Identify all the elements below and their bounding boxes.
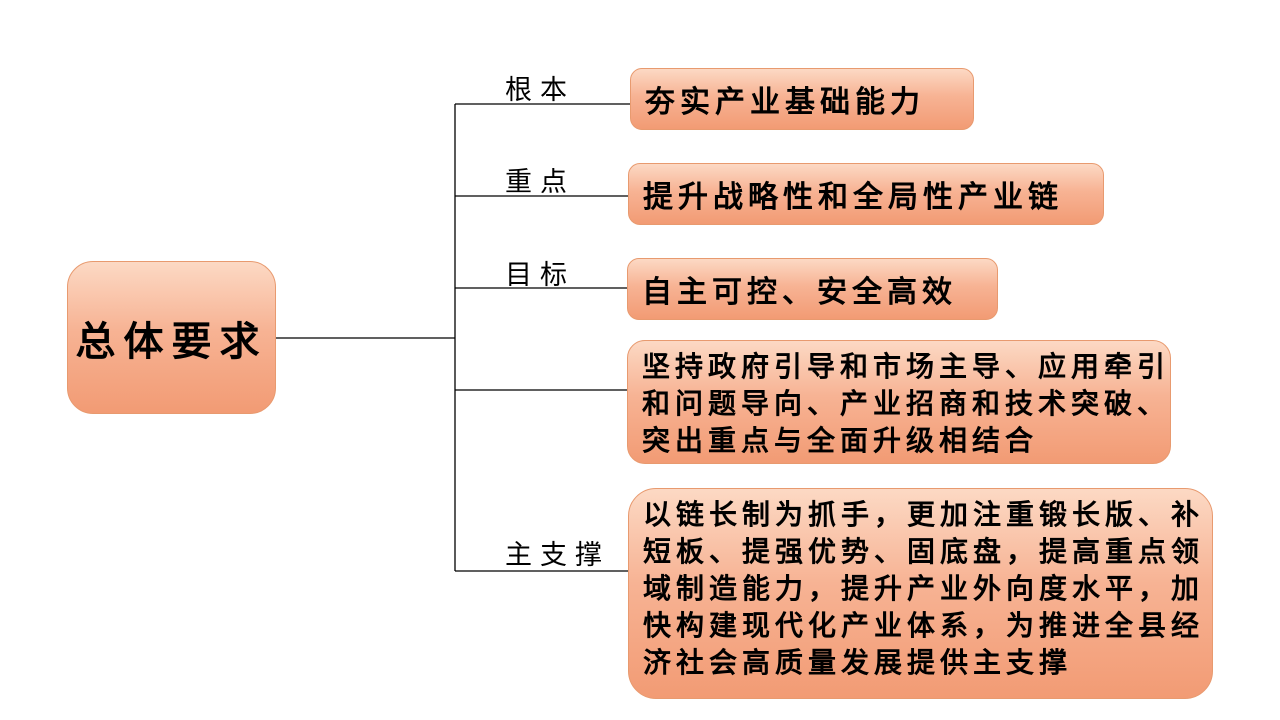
branch-box-foundation: 夯实产业基础能力 — [630, 68, 974, 130]
branch-label-foundation: 根本 — [505, 75, 575, 106]
branch-label-focus: 重点 — [505, 167, 575, 198]
branch-text-line: 域制造能力，提升产业外向度水平，加 — [643, 572, 1205, 605]
branch-text-line: 短板、提强优势、固底盘，提高重点领 — [643, 535, 1205, 568]
branch-text: 提升战略性和全局性产业链 — [643, 180, 1063, 215]
branch-text-line: 突出重点与全面升级相结合 — [642, 424, 1039, 457]
branch-label-main-support: 主支撑 — [505, 540, 610, 571]
branch-text-line: 济社会高质量发展提供主支撑 — [643, 646, 1073, 679]
branch-text-line: 快构建现代化产业体系，为推进全县经 — [643, 609, 1205, 642]
root-label: 总体要求 — [75, 318, 268, 365]
branch-text-line: 坚持政府引导和市场主导、应用牵引 — [642, 350, 1171, 383]
branch-text-line: 和问题导向、产业招商和技术突破、 — [642, 387, 1171, 420]
branch-text: 夯实产业基础能力 — [645, 85, 925, 120]
branch-text: 自主可控、安全高效 — [642, 275, 957, 310]
branch-text-line: 以链长制为抓手，更加注重锻长版、补 — [643, 498, 1205, 531]
branch-box-principles: 坚持政府引导和市场主导、应用牵引 和问题导向、产业招商和技术突破、 突出重点与全… — [627, 340, 1171, 464]
branch-box-goal: 自主可控、安全高效 — [627, 258, 998, 320]
branch-box-main-support: 以链长制为抓手，更加注重锻长版、补 短板、提强优势、固底盘，提高重点领 域制造能… — [628, 488, 1213, 699]
root-node: 总体要求 — [67, 261, 276, 414]
branch-label-goal: 目标 — [505, 260, 575, 291]
branch-box-focus: 提升战略性和全局性产业链 — [628, 163, 1104, 225]
